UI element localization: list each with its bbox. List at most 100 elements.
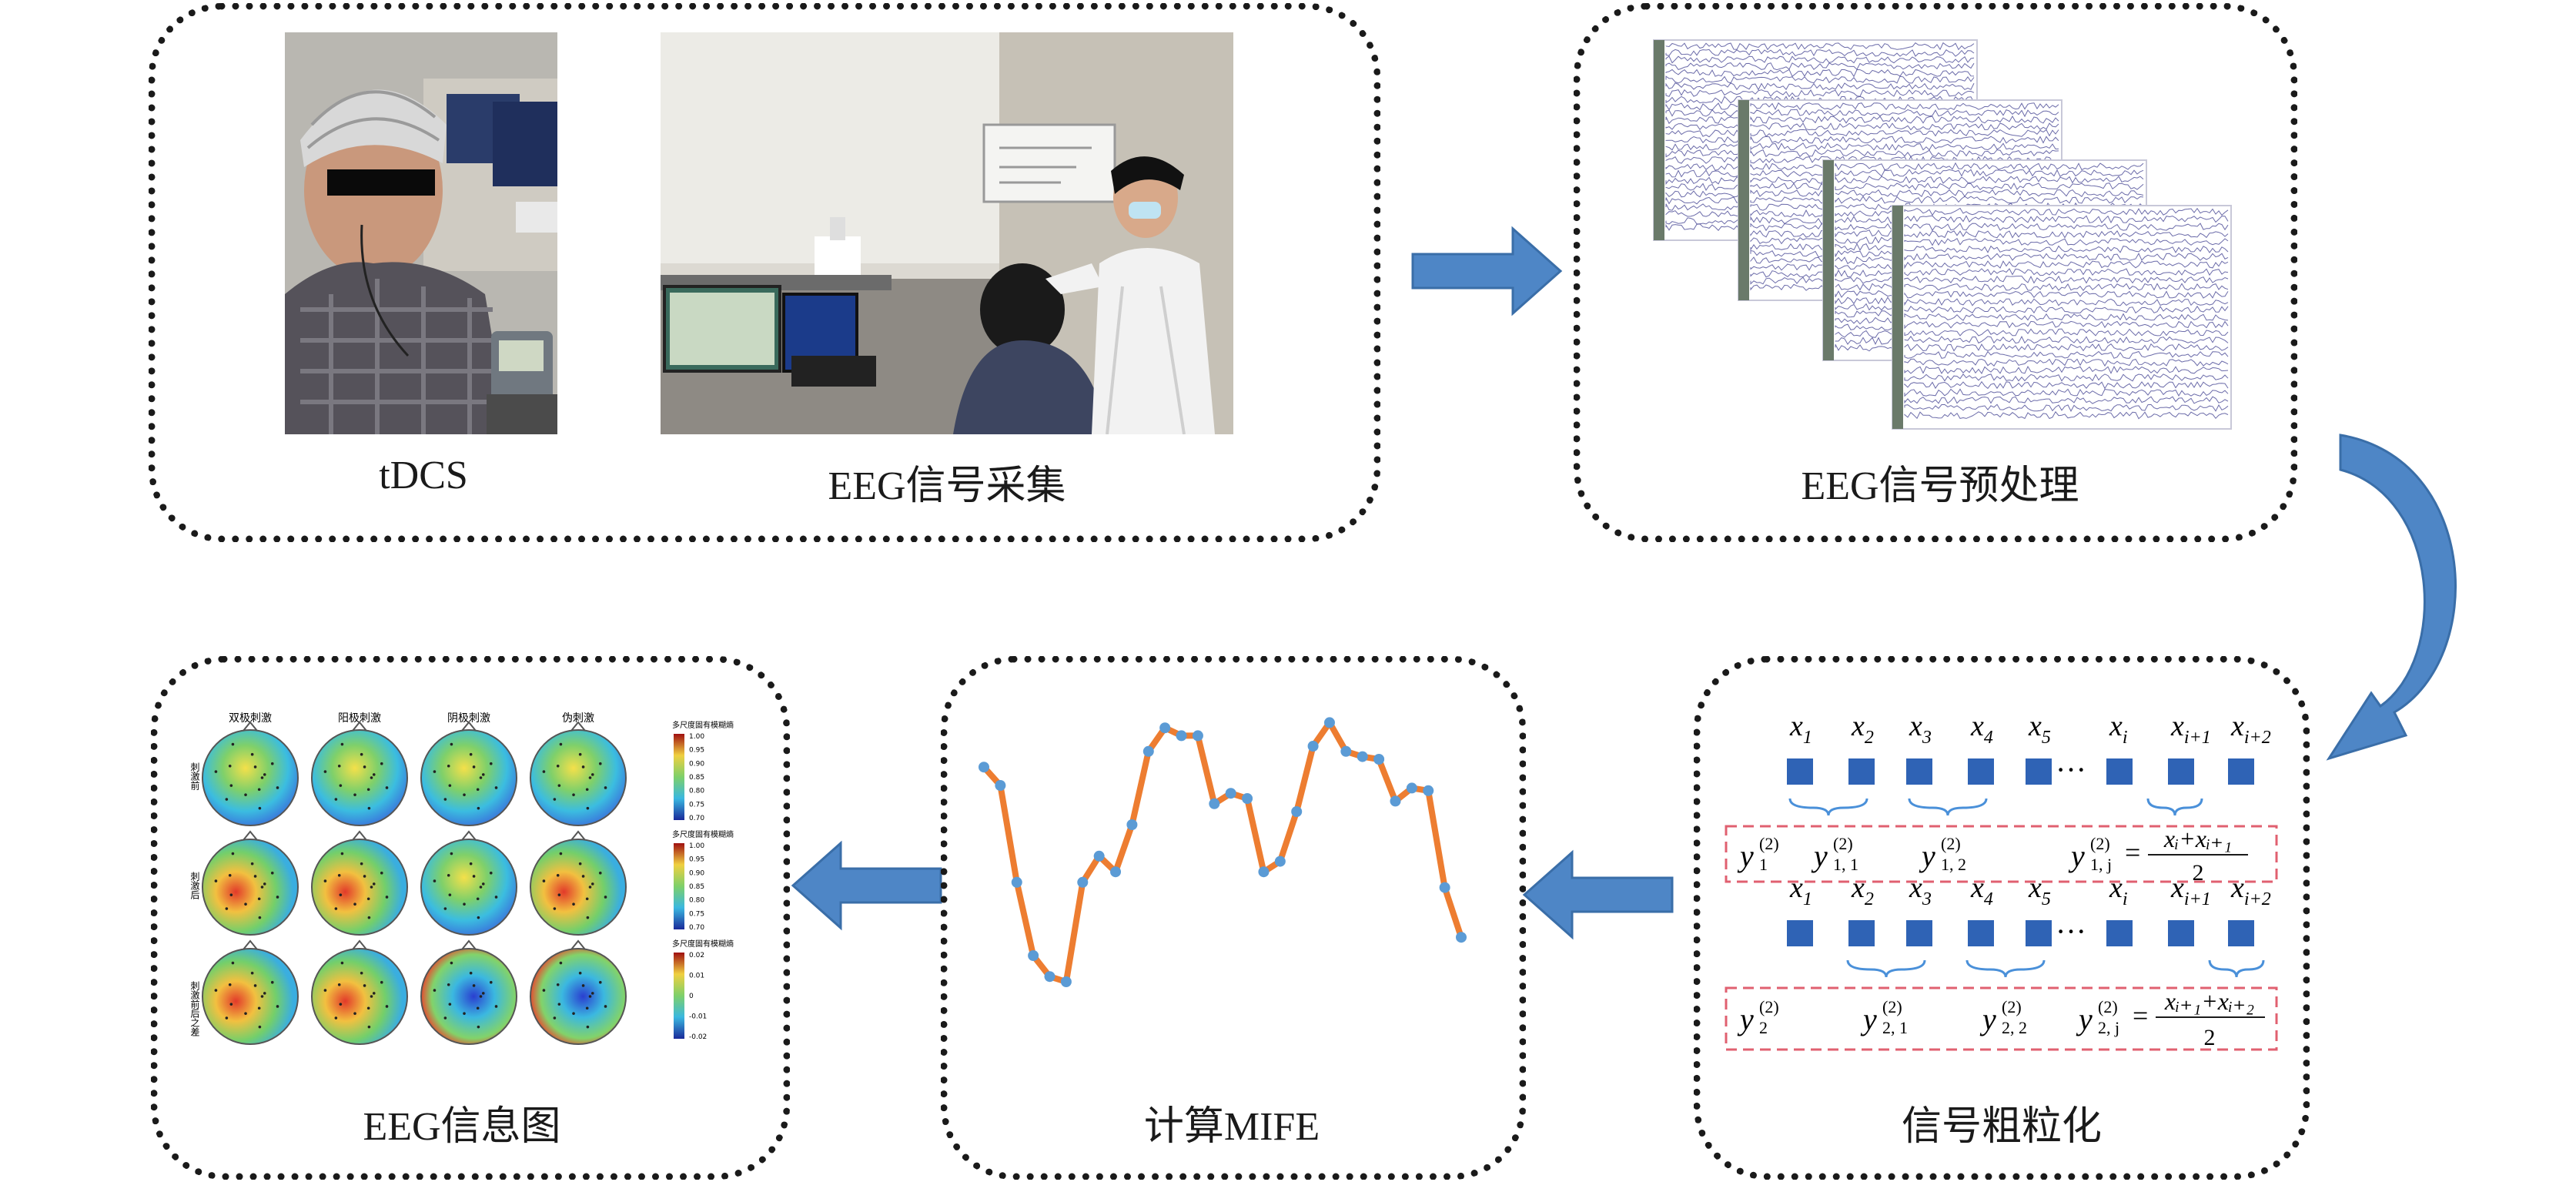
signal-sample-square xyxy=(1906,758,1932,785)
eeg-collection-label: EEG信号采集 xyxy=(828,464,1066,508)
svg-text:1, 2: 1, 2 xyxy=(1941,855,1966,874)
colorbar-tick: 0.70 xyxy=(689,815,704,822)
svg-text:y: y xyxy=(1860,1002,1877,1036)
scalp-topomap xyxy=(311,948,408,1045)
signal-sample-square xyxy=(2106,758,2133,785)
mife-point xyxy=(1110,866,1122,878)
colorbar-tick: -0.02 xyxy=(689,1033,707,1041)
colorbar-tick: 0.80 xyxy=(689,897,704,905)
svg-text:2: 2 xyxy=(2204,1025,2216,1050)
mife-point xyxy=(1060,976,1072,987)
mife-point xyxy=(1192,730,1203,742)
row2-dashed-box xyxy=(1725,986,2278,1051)
mife-point xyxy=(1044,971,1055,983)
x-label: xi xyxy=(2109,710,2128,748)
colorbar-tick: 0.80 xyxy=(689,788,704,795)
row2-formula: y (2) 2 y (2) 2, 1 y (2) 2, 2 y (2) 2, j… xyxy=(1737,987,2265,1050)
svg-text:xᵢ+xᵢ₊₁: xᵢ+xᵢ₊₁ xyxy=(2163,825,2232,852)
acquisition-panel xyxy=(149,3,1380,542)
colorbar-tick: 0.90 xyxy=(689,869,704,877)
arrow-right xyxy=(1411,226,1563,316)
x-label: xi xyxy=(2109,872,2128,909)
svg-text:=: = xyxy=(2125,837,2140,868)
x-label: x2 xyxy=(1851,710,1874,748)
topomap-row-label: 刺激后 xyxy=(189,872,200,899)
mife-point xyxy=(1126,819,1138,830)
arrow-left-2 xyxy=(791,840,942,931)
signal-sample-square xyxy=(1968,920,1994,946)
eeg-sheet xyxy=(1892,205,2232,430)
scalp-topomap xyxy=(530,839,627,936)
svg-text:y: y xyxy=(1979,1002,1996,1036)
svg-text:(2): (2) xyxy=(1882,997,1902,1016)
svg-text:y: y xyxy=(1737,839,1754,873)
svg-text:2, 2: 2, 2 xyxy=(2002,1018,2027,1037)
colorbar-title: 多尺度固有模糊熵 xyxy=(672,939,734,949)
svg-text:y: y xyxy=(1811,839,1828,873)
topomap-grid: 双极刺激阳极刺激阴极刺激伪刺激 刺激前刺激后刺激前后之差 多尺度固有模糊熵1.0… xyxy=(189,712,734,1045)
scalp-topomap xyxy=(420,839,517,936)
mife-series-line xyxy=(982,719,1464,985)
signal-sample-square xyxy=(1787,758,1813,785)
svg-text:(2): (2) xyxy=(2090,834,2110,853)
x-label: xi+1 xyxy=(2170,872,2211,909)
tdcs-photo xyxy=(285,32,557,434)
scalp-topomap xyxy=(202,839,299,936)
x-label: xi+2 xyxy=(2230,710,2271,748)
scalp-topomap xyxy=(311,839,408,936)
scalp-topomap xyxy=(420,729,517,826)
mife-point xyxy=(1439,882,1450,893)
signal-sample-square xyxy=(1848,758,1875,785)
curved-arrow-down xyxy=(2326,434,2457,761)
mife-point xyxy=(1406,782,1417,794)
colorbar xyxy=(674,953,684,1039)
svg-text:1, 1: 1, 1 xyxy=(1833,855,1858,874)
svg-text:(2): (2) xyxy=(2002,997,2022,1016)
svg-text:2, j: 2, j xyxy=(2098,1018,2119,1037)
row2-ellipsis: ··· xyxy=(2056,914,2086,949)
row1-squares xyxy=(1787,758,2254,785)
mife-point xyxy=(1423,785,1434,796)
svg-text:(2): (2) xyxy=(1759,997,1779,1016)
mife-point xyxy=(1209,798,1220,809)
row1-braces xyxy=(1788,798,2203,816)
row2-squares xyxy=(1787,920,2254,946)
eeg-trace-stack xyxy=(1653,39,2232,430)
arrow-left-1 xyxy=(1522,849,1674,940)
svg-text:=: = xyxy=(2133,1000,2148,1031)
x-label: x2 xyxy=(1851,872,1874,909)
x-label: xi+2 xyxy=(2230,872,2271,909)
x-label: xi+1 xyxy=(2170,710,2211,748)
svg-text:2: 2 xyxy=(1759,1018,1768,1037)
colorbar-tick: 0.70 xyxy=(689,924,704,932)
mife-point xyxy=(1142,745,1154,757)
colorbar-tick: 0.95 xyxy=(689,856,704,864)
signal-sample-square xyxy=(2228,920,2254,946)
scalp-topomap xyxy=(530,729,627,826)
svg-text:(2): (2) xyxy=(1941,834,1961,853)
signal-sample-square xyxy=(2026,920,2052,946)
mife-point xyxy=(1028,950,1039,961)
svg-text:2, 1: 2, 1 xyxy=(1882,1018,1908,1037)
topomap-column-label: 双极刺激 xyxy=(229,712,272,725)
svg-text:2: 2 xyxy=(2193,860,2204,886)
topomap-column-label: 阳极刺激 xyxy=(338,712,381,725)
colorbar-tick: -0.01 xyxy=(689,1013,707,1021)
signal-sample-square xyxy=(2168,920,2194,946)
info-map-label: EEG信息图 xyxy=(363,1105,561,1149)
colorbar xyxy=(674,843,684,929)
colorbar-tick: 0.90 xyxy=(689,760,704,768)
row2-braces xyxy=(1846,959,2265,978)
mife-point xyxy=(1390,795,1401,807)
colorbar-tick: 1.00 xyxy=(689,733,704,741)
signal-sample-square xyxy=(1787,920,1813,946)
scalp-topomap xyxy=(311,729,408,826)
coarse-graining-label: 信号粗粒化 xyxy=(1901,1105,2102,1149)
colorbar-tick: 0.02 xyxy=(689,952,704,959)
colorbar-tick: 0.85 xyxy=(689,774,704,782)
colorbar-title: 多尺度固有模糊熵 xyxy=(672,720,734,730)
x-label: x1 xyxy=(1789,710,1812,748)
